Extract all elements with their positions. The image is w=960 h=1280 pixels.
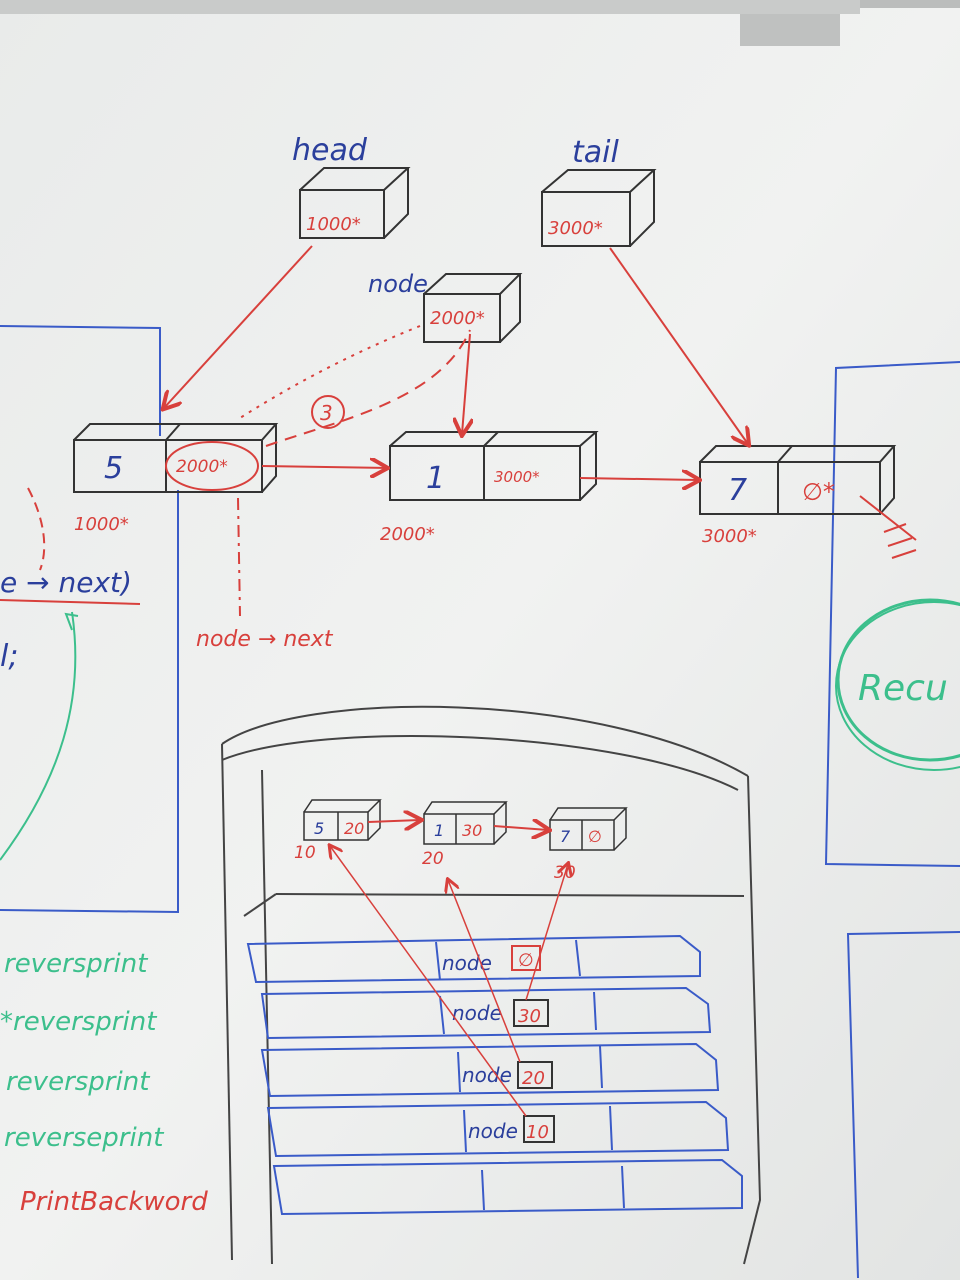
head-pointer-box	[299, 167, 411, 239]
call-stack-label-4: reverseprint	[4, 1123, 164, 1153]
stack-heap-arrows	[330, 846, 568, 1117]
left-code-fragment: e → next)	[0, 566, 132, 599]
recursion-bubble-text: Recu	[858, 668, 948, 709]
board-clip	[740, 14, 840, 46]
stack-frame-4-label: node	[468, 1119, 518, 1143]
left-code-fragment-2: l;	[0, 639, 18, 674]
call-stack-label-1: reversprint	[4, 949, 148, 979]
node-label: node	[368, 270, 428, 298]
stack-frame-4-value: 10	[526, 1122, 549, 1143]
stack-frames	[246, 934, 743, 1216]
recursion-bubble	[836, 598, 960, 762]
right-blue-panel	[824, 361, 960, 1279]
call-stack-label-2: *reversprint	[0, 1007, 157, 1037]
stack-frame-1-value: ∅	[518, 950, 534, 971]
step-marker-circle	[311, 395, 345, 429]
heap-node-1-next: 20	[344, 819, 364, 838]
heap-node-1-address: 10	[294, 843, 316, 863]
heap-node-2-address: 20	[422, 849, 444, 869]
heap-node-2-data: 1	[434, 821, 444, 840]
heap-node-3-data: 7	[560, 827, 571, 846]
stack-frame-3-value: 20	[522, 1068, 545, 1089]
list-node-2-data: 1	[426, 461, 445, 496]
head-pointer-value: 1000*	[306, 214, 361, 235]
heap-node-1-data: 5	[314, 819, 324, 838]
board-top-frame	[0, 0, 860, 14]
board-top-frame-right	[860, 0, 960, 8]
recursion-bubble-outer	[835, 601, 960, 771]
stack-frame-1-box	[511, 945, 541, 971]
call-stack-label-5: PrintBackword	[20, 1187, 208, 1217]
list-node-1-next: 2000*	[176, 457, 228, 477]
heap-arrows	[367, 820, 548, 830]
stack-frame-2-value: 30	[518, 1006, 541, 1027]
list-node-2-next: 3000*	[494, 468, 540, 486]
memory-diagram-frame	[221, 705, 762, 1265]
node-next-label: node → next	[196, 627, 334, 652]
list-node-1-data: 5	[104, 451, 123, 486]
stack-frame-4-box	[523, 1115, 555, 1143]
left-dashed-curve	[27, 487, 46, 571]
heap-node-1	[303, 799, 382, 841]
list-node-1-next-circle	[165, 441, 259, 491]
call-stack-labels: reversprint *reversprint reversprint rev…	[0, 949, 208, 1217]
list-node-3-address: 3000*	[702, 526, 757, 547]
node-pointer-value: 2000*	[430, 308, 485, 329]
null-ground-symbol	[859, 495, 917, 559]
stack-frame-3-label: node	[462, 1063, 512, 1087]
list-node-3-data: 7	[728, 473, 747, 508]
tail-pointer-box	[541, 169, 657, 247]
head-label: head	[292, 133, 368, 168]
heap-node-2-next: 30	[462, 821, 482, 840]
node-pointer-box	[423, 273, 523, 343]
stack-frame-3-box	[517, 1061, 553, 1089]
call-stack-label-3: reversprint	[6, 1067, 150, 1097]
list-node-3-next: ∅*	[802, 478, 835, 506]
stack-frame-2-box	[513, 999, 549, 1027]
tail-label: tail	[572, 135, 619, 170]
step-marker: 3	[320, 401, 333, 425]
left-red-underline	[0, 599, 141, 605]
list-node-1-address: 1000*	[74, 514, 129, 535]
top-list-arrows	[164, 245, 748, 617]
green-return-curve	[0, 611, 77, 861]
tail-pointer-value: 3000*	[548, 218, 603, 239]
stack-frame-2-label: node	[452, 1001, 502, 1025]
list-node-2-address: 2000*	[380, 524, 435, 545]
green-arrow-head	[64, 612, 79, 631]
heap-node-3-next: ∅	[588, 827, 602, 846]
